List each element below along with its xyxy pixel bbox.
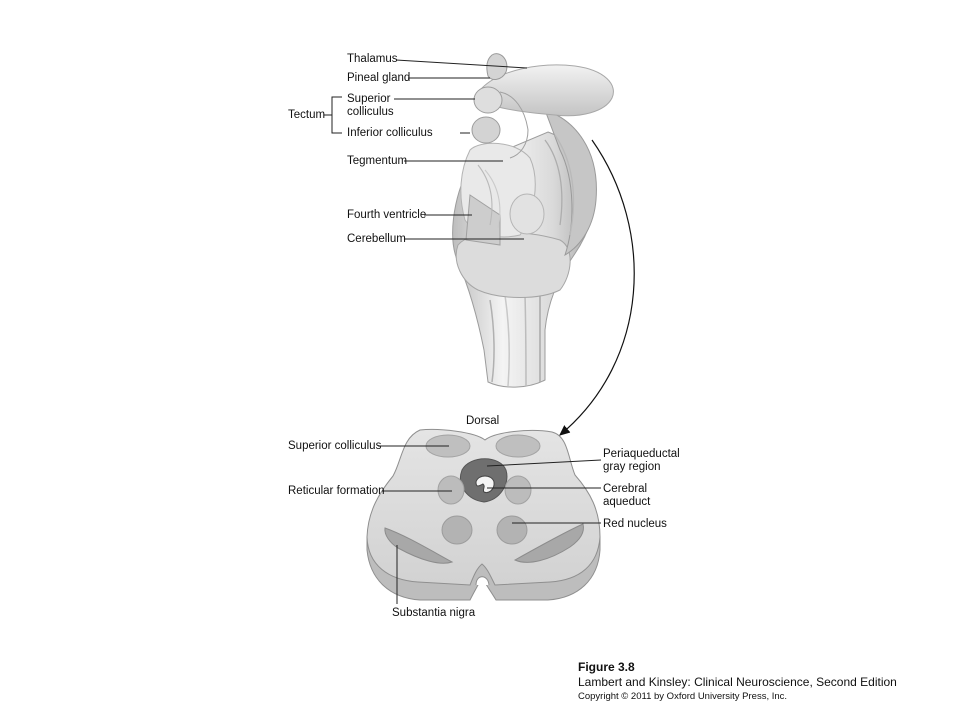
caption-title: Figure 3.8 (578, 660, 635, 674)
section-leader-lines (378, 445, 602, 604)
label-red-nucleus: Red nucleus (603, 518, 667, 530)
substantia-nigra-band (384, 527, 454, 564)
peduncle (544, 109, 597, 257)
tectum-bracket (324, 96, 342, 134)
label-thalamus: Thalamus (347, 53, 398, 65)
label-cerebellum: Cerebellum (347, 233, 406, 245)
label-superior-colliculus-line1: Superior (347, 93, 391, 105)
stem-stripe (477, 164, 493, 226)
section-face (366, 429, 601, 586)
cerebellum-cut (509, 193, 545, 235)
ventral-notch (475, 576, 490, 586)
leader-periaqueductal (486, 459, 602, 467)
stem-stripe (524, 294, 527, 387)
brainstem-drawing (452, 53, 614, 388)
label-substantia-nigra: Substantia nigra (392, 607, 476, 619)
caption-source: Lambert and Kinsley: Clinical Neuroscien… (578, 675, 897, 689)
superior-colliculus-bump (473, 86, 503, 114)
red-nucleus-region (441, 515, 473, 545)
label-cerebral-aqueduct-line2: aqueduct (603, 496, 651, 508)
label-periaqueductal-line2: gray region (603, 461, 661, 473)
midbrain-cross-section (366, 429, 601, 601)
label-inferior-colliculus: Inferior colliculus (347, 127, 433, 139)
label-dorsal: Dorsal (466, 415, 500, 427)
label-tegmentum: Tegmentum (347, 155, 408, 167)
stem-stripe (484, 169, 501, 229)
superior-colliculus-region (495, 434, 541, 458)
brainstem-leader-lines (324, 59, 528, 240)
thalamus-shape (481, 64, 614, 117)
stem-stripe (554, 134, 575, 236)
inferior-colliculus-bump (471, 116, 501, 144)
figure-caption: Figure 3.8 Lambert and Kinsley: Clinical… (578, 660, 897, 703)
label-pineal-gland: Pineal gland (347, 72, 411, 84)
reticular-formation-region (504, 475, 532, 505)
section-arrow (559, 139, 635, 436)
collicular-ridge (499, 91, 529, 159)
stem-stripe (544, 139, 563, 226)
label-superior-colliculus-line2: colliculus (347, 106, 394, 118)
label-tectum: Tectum (288, 109, 326, 121)
label-fourth-ventricle: Fourth ventricle (347, 209, 427, 221)
reticular-formation-region (437, 475, 465, 505)
label-periaqueductal-line1: Periaqueductal (603, 448, 680, 460)
leader-thalamus (395, 59, 528, 69)
substantia-nigra-band (513, 523, 584, 563)
label-section-superior-colliculus: Superior colliculus (288, 440, 382, 452)
caption-copyright: Copyright © 2011 by Oxford University Pr… (578, 691, 788, 702)
stem-stripe (489, 299, 495, 383)
pons (455, 231, 571, 298)
red-nucleus-region (496, 515, 528, 545)
label-cerebral-aqueduct-line1: Cerebral (603, 483, 648, 495)
stem-stripe (504, 294, 510, 387)
fourth-ventricle-surface (465, 194, 501, 246)
label-reticular-formation: Reticular formation (288, 485, 385, 497)
